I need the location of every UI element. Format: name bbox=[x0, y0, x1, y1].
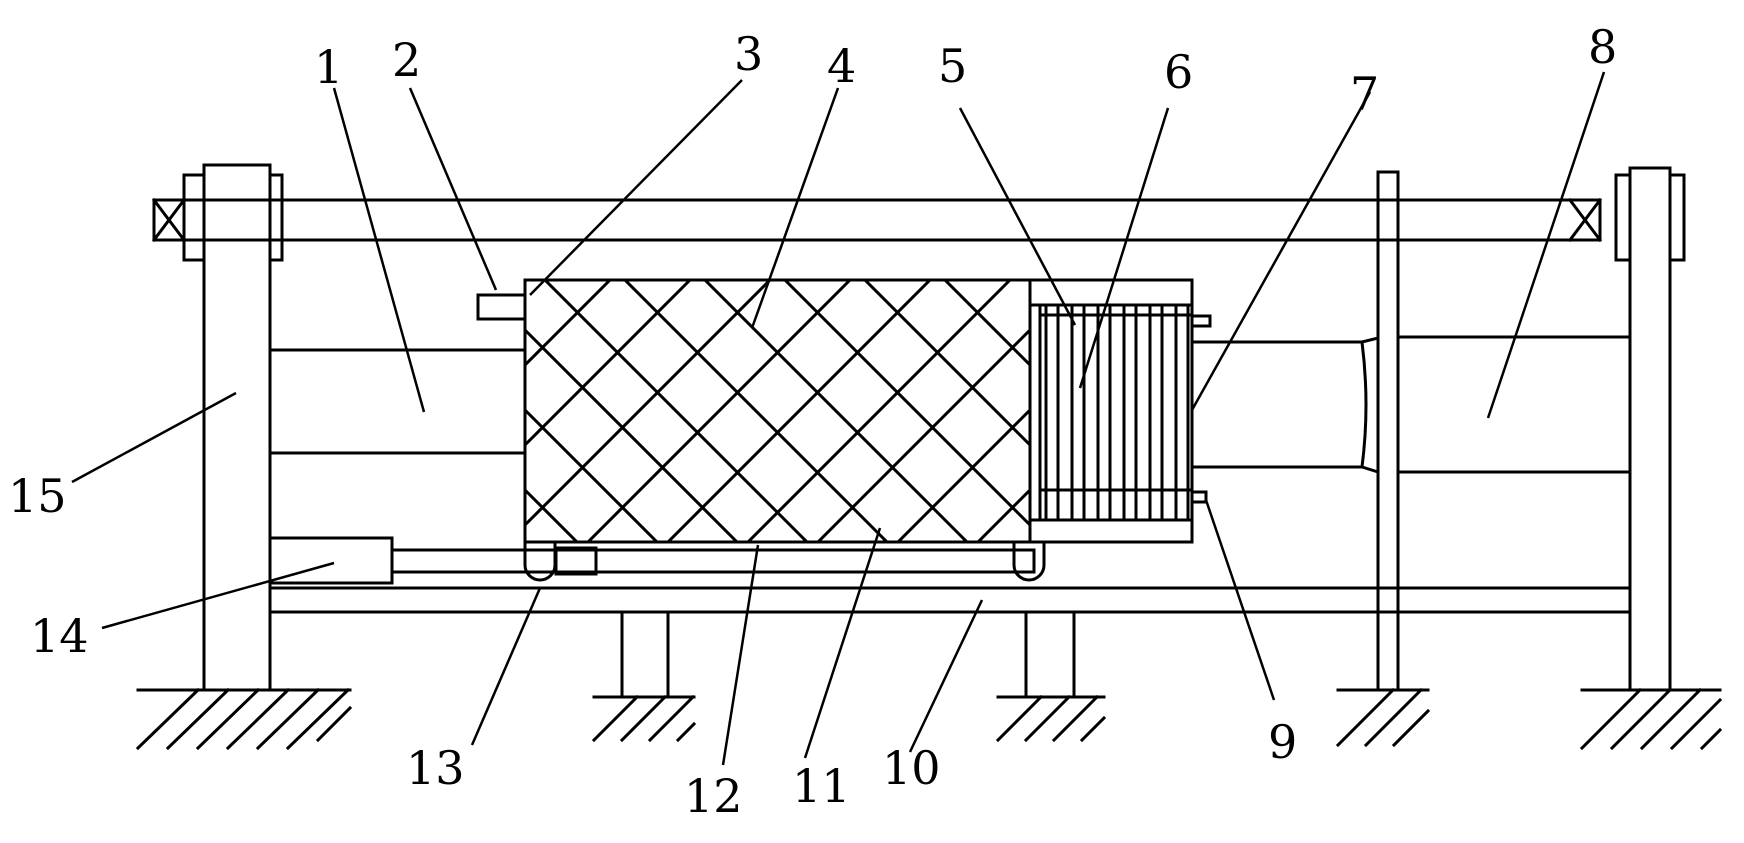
top-left-block bbox=[476, 293, 527, 321]
wheels bbox=[523, 543, 1046, 582]
label-15: 15 bbox=[8, 469, 67, 523]
label-9: 9 bbox=[1268, 715, 1297, 769]
label-1: 1 bbox=[314, 40, 343, 94]
label-8: 8 bbox=[1588, 20, 1617, 74]
label-11: 11 bbox=[792, 759, 851, 813]
base-bar bbox=[268, 586, 1632, 614]
support-leg-right bbox=[1024, 610, 1076, 699]
label-13: 13 bbox=[406, 741, 465, 795]
label-12: 12 bbox=[684, 769, 743, 823]
label-3: 3 bbox=[734, 27, 763, 81]
label-7: 7 bbox=[1350, 67, 1379, 121]
support-leg-left bbox=[620, 610, 670, 699]
ground-hatching bbox=[135, 687, 1723, 751]
label-2: 2 bbox=[392, 33, 421, 87]
label-6: 6 bbox=[1164, 45, 1193, 99]
right-cylinder bbox=[1190, 335, 1632, 475]
left-cylinder bbox=[268, 348, 527, 455]
reference-numbers: 1 2 3 4 5 6 7 8 9 10 11 12 13 14 15 bbox=[8, 20, 1617, 823]
leader-lines bbox=[71, 71, 1606, 766]
label-14: 14 bbox=[30, 609, 89, 663]
main-body bbox=[523, 278, 1032, 544]
bar-housing bbox=[1028, 278, 1212, 544]
bottom-actuator bbox=[268, 536, 1036, 585]
label-5: 5 bbox=[938, 39, 967, 93]
label-4: 4 bbox=[827, 39, 856, 93]
label-10: 10 bbox=[882, 741, 941, 795]
